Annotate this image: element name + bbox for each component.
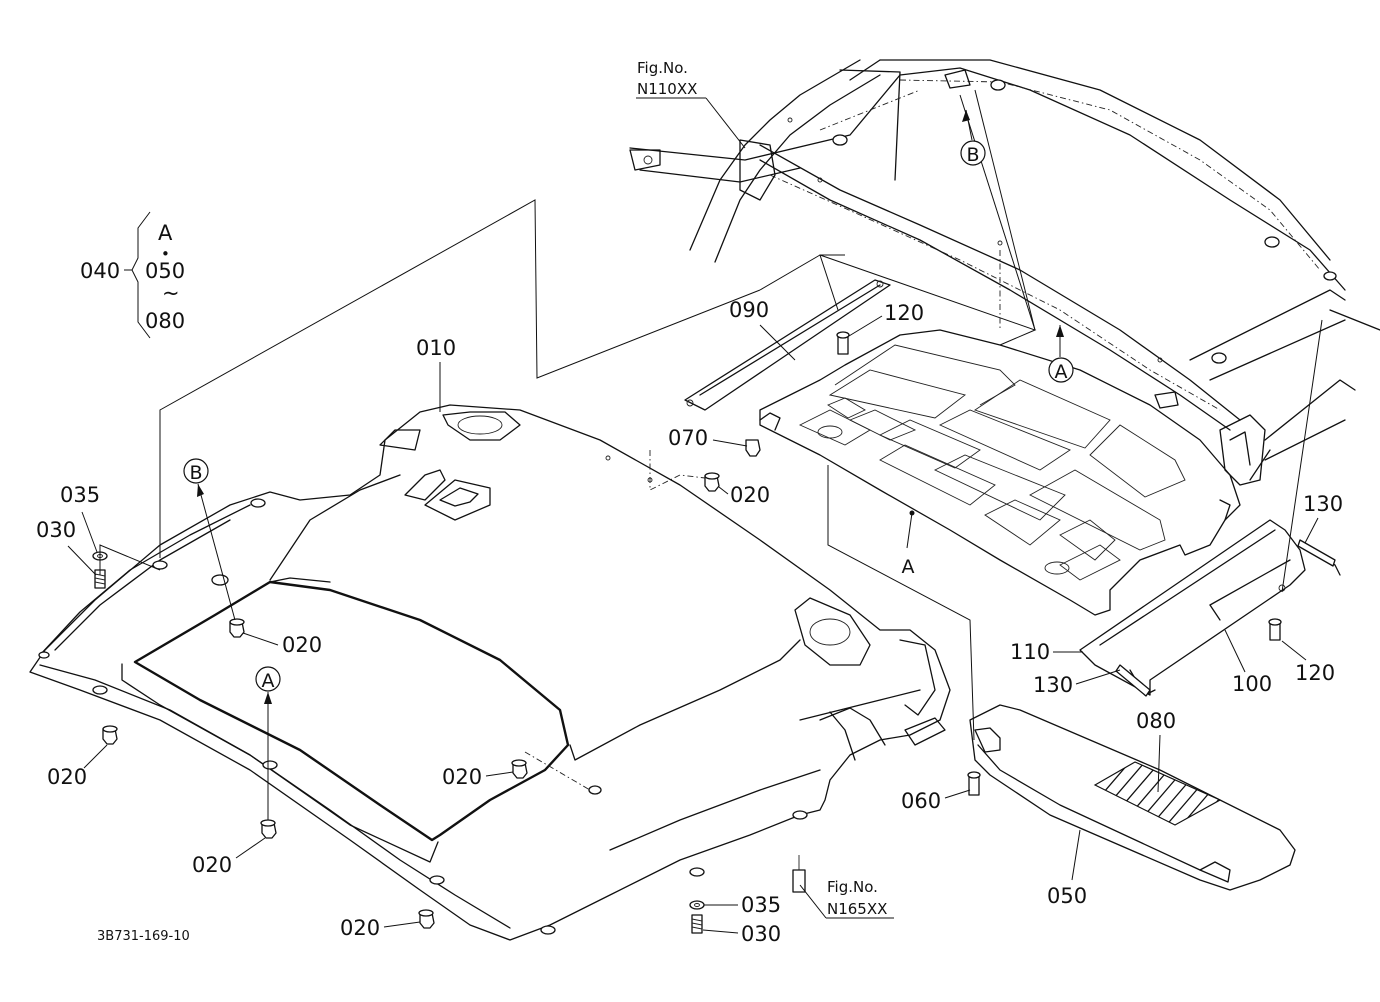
svg-text:N110XX: N110XX [637, 80, 697, 98]
clip-020-f [418, 909, 435, 929]
label-020-rear: 020 [730, 483, 770, 507]
ref-marker-b-left: B [183, 458, 236, 621]
pin-130-b [1115, 664, 1151, 697]
clip-020-d [260, 819, 277, 839]
svg-text:B: B [189, 462, 202, 484]
svg-text:Fig.No.: Fig.No. [827, 878, 878, 896]
bracket-from: 050 [145, 259, 185, 283]
headliner-010 [29, 404, 951, 941]
bracket-to: 080 [145, 309, 185, 333]
roof-frame [629, 59, 1380, 486]
svg-text:A: A [1055, 361, 1068, 383]
pin-130-a [1297, 539, 1336, 567]
label-035-bottom: 035 [741, 893, 781, 917]
fasteners [92, 331, 1336, 934]
clip-020-e [511, 759, 528, 779]
label-020-front-left: 020 [47, 765, 87, 789]
washer-035-b [689, 900, 705, 910]
screw-120-b [1268, 618, 1282, 641]
label-020-sunroof: 020 [282, 633, 322, 657]
label-020-middle: 020 [442, 765, 482, 789]
label-030-bottom: 030 [741, 922, 781, 946]
bracket-tilde: ~ [162, 281, 180, 305]
svg-text:A: A [262, 670, 275, 692]
label-020-bottom: 020 [340, 916, 380, 940]
clip-020-b [704, 472, 720, 492]
ref-point-a-panel: A [902, 510, 915, 578]
label-010: 010 [416, 336, 456, 360]
panel-with-grid [759, 329, 1241, 616]
bolt-n165 [792, 855, 806, 893]
svg-text:A: A [902, 556, 915, 578]
ref-markers: B A B A A [183, 109, 1074, 820]
assembly-bracket: 040 A • 050 ~ 080 [80, 211, 185, 339]
screw-030-b [691, 914, 703, 934]
rail-090 [684, 279, 891, 411]
label-110: 110 [1010, 640, 1050, 664]
label-120-bottom: 120 [1295, 661, 1335, 685]
ref-marker-a-left: A [255, 666, 281, 820]
label-100: 100 [1232, 672, 1272, 696]
svg-text:N165XX: N165XX [827, 900, 887, 918]
label-080: 080 [1136, 709, 1176, 733]
reference-lines [99, 89, 1323, 791]
clip-020-a [229, 618, 245, 638]
fig-ref-n110: Fig.No. N110XX [636, 59, 746, 149]
nut-070 [745, 439, 761, 457]
sun-visor-050 [969, 704, 1296, 891]
label-060: 060 [901, 789, 941, 813]
ref-marker-b-top: B [960, 109, 986, 166]
label-090: 090 [729, 298, 769, 322]
screw-060 [967, 771, 981, 796]
drawing-code: 3B731-169-10 [97, 929, 190, 944]
bracket-dot: • [161, 245, 170, 263]
bracket-parent: 040 [80, 259, 120, 283]
label-035-left: 035 [60, 483, 100, 507]
svg-text:Fig.No.: Fig.No. [637, 59, 688, 77]
label-030-left: 030 [36, 518, 76, 542]
label-130-left: 130 [1033, 673, 1073, 697]
label-020-front: 020 [192, 853, 232, 877]
label-070: 070 [668, 426, 708, 450]
label-130-right: 130 [1303, 492, 1343, 516]
clip-020-c [102, 725, 118, 745]
svg-text:B: B [966, 144, 979, 166]
label-120-top: 120 [884, 301, 924, 325]
label-050: 050 [1047, 884, 1087, 908]
part-labels: 010 035 030 020 020 020 020 020 020 070 … [36, 298, 1343, 946]
ref-marker-a-right: A [1048, 325, 1074, 383]
fig-ref-n165: Fig.No. N165XX [799, 878, 894, 919]
screw-120-a [836, 331, 850, 355]
bracket-ref: A [158, 221, 173, 245]
screw-030-a [94, 569, 106, 589]
